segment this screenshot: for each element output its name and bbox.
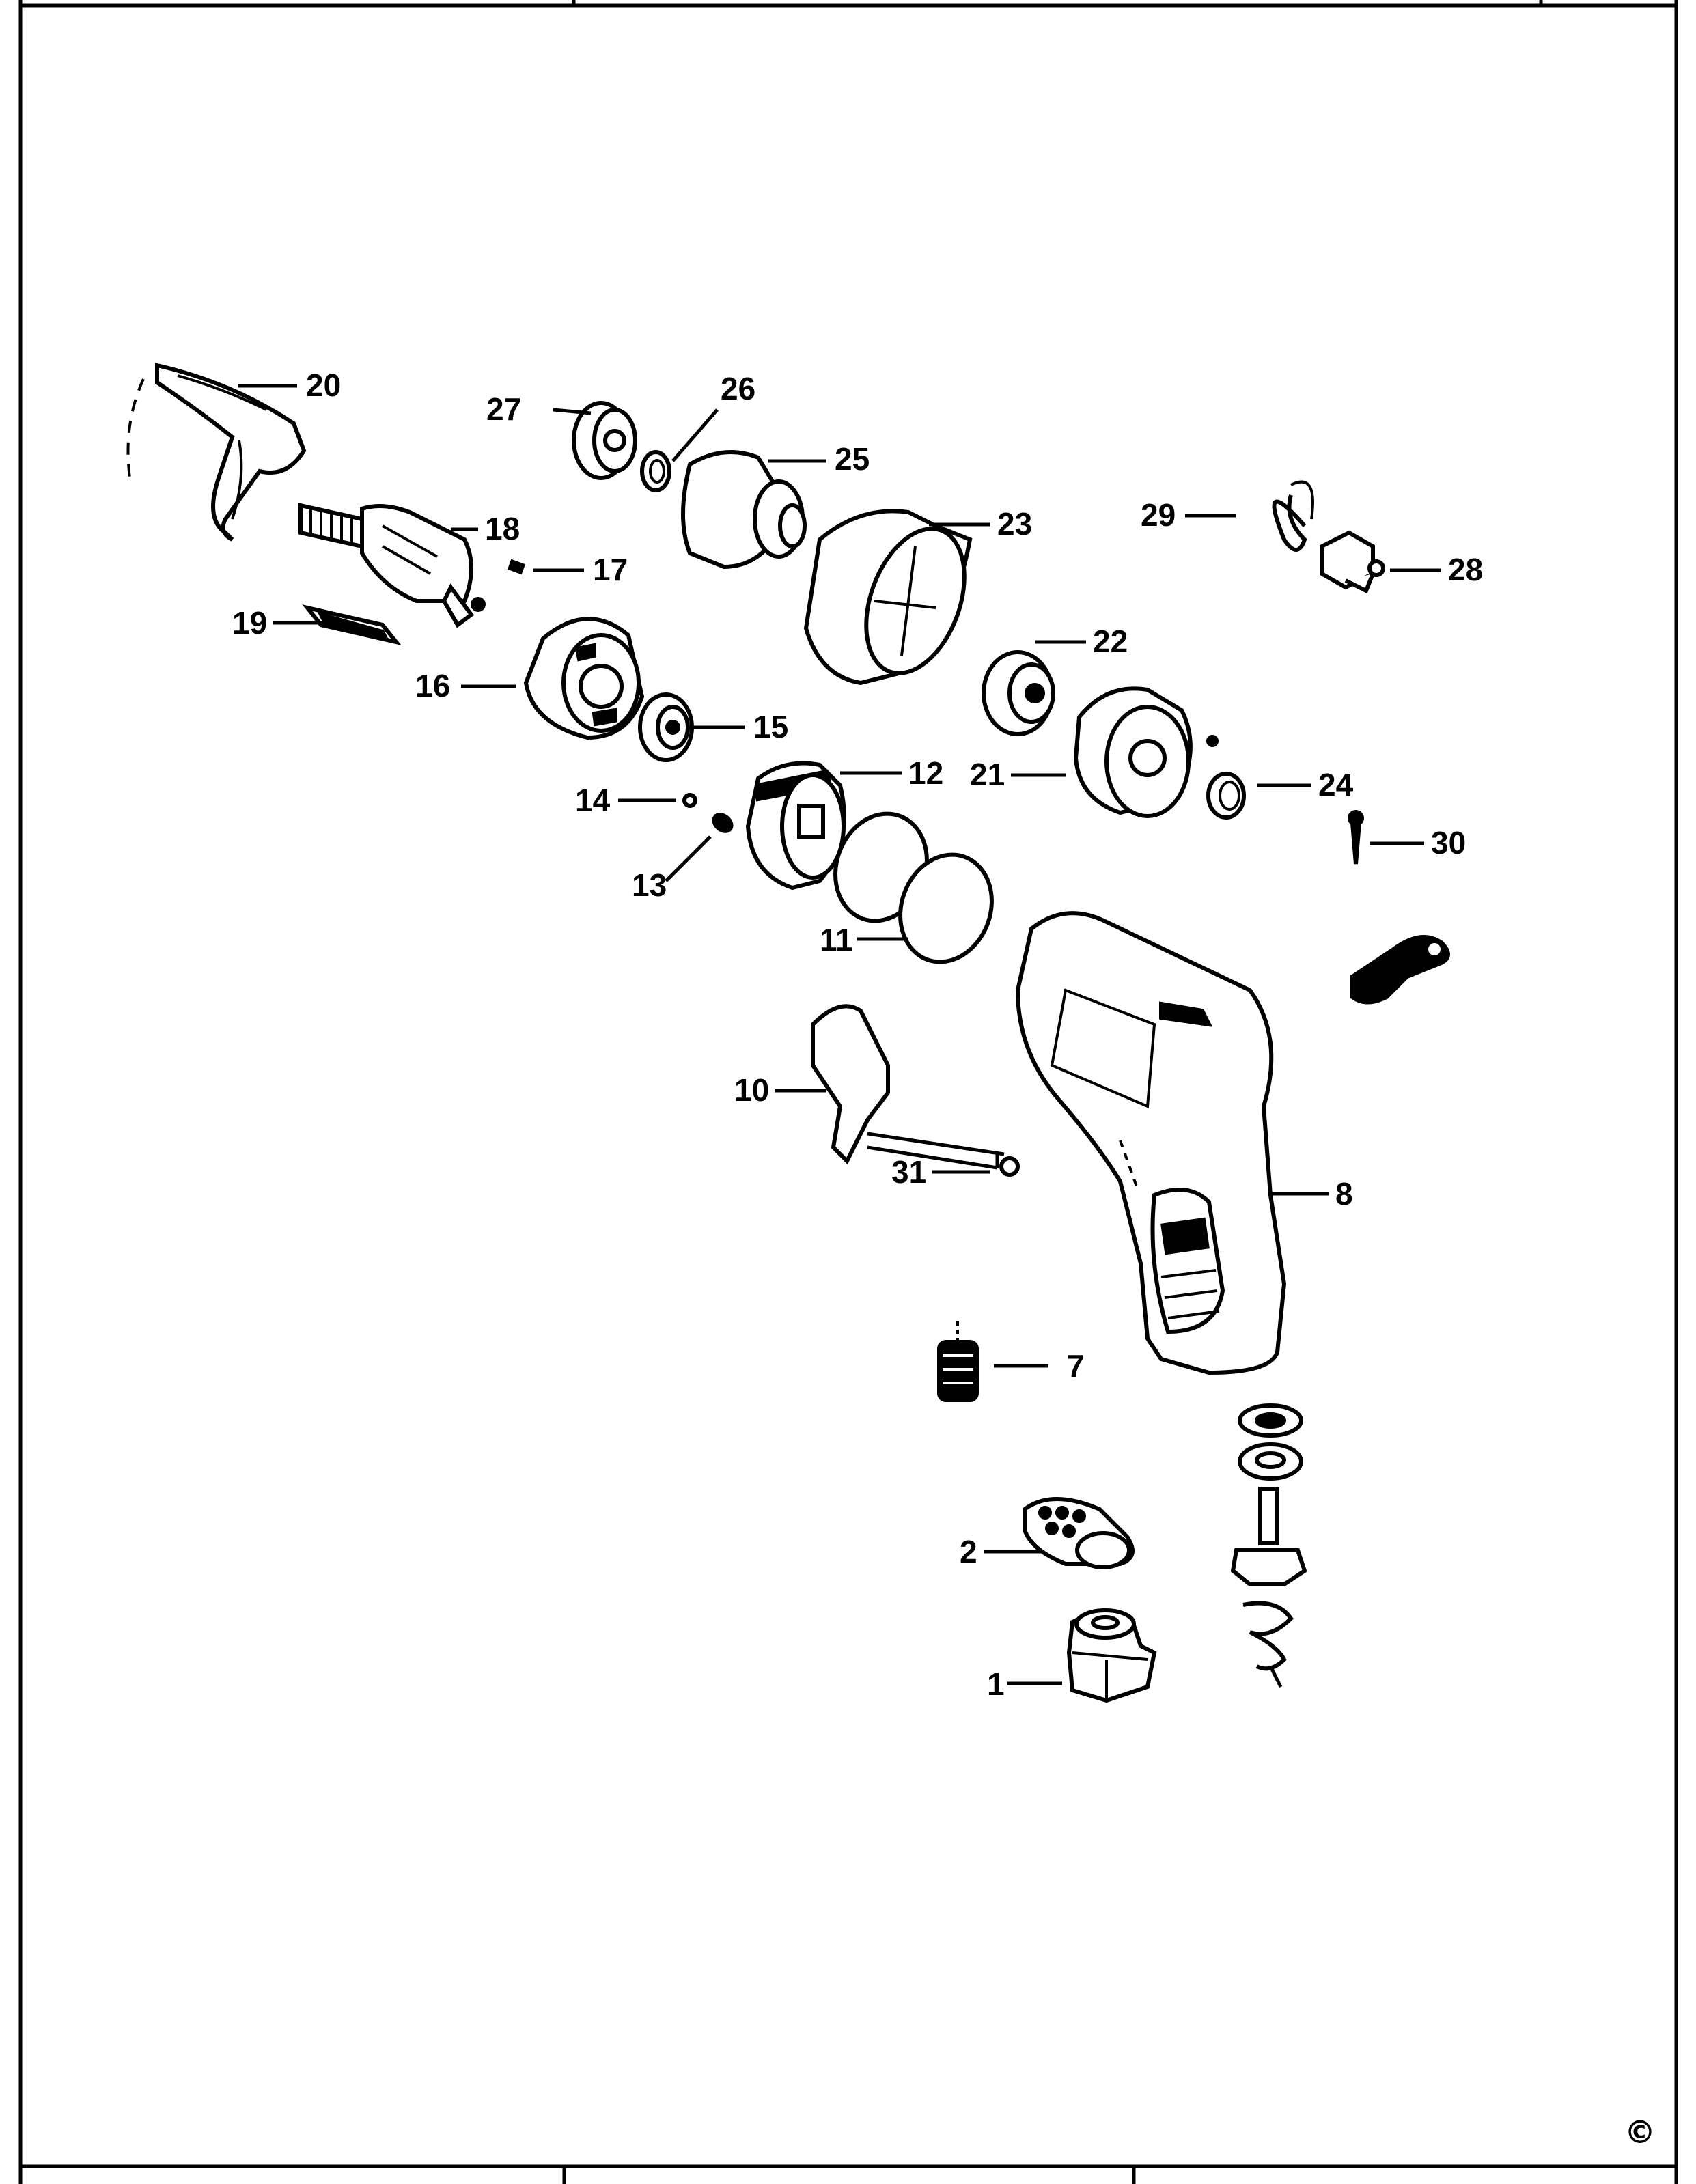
leader-lines	[238, 384, 1441, 1685]
part-labels: 20 27 26 25 23 29 28 18 17 19 16 15 22 1…	[232, 367, 1483, 1702]
part-27-bearing	[572, 401, 637, 480]
label-20: 20	[306, 367, 341, 403]
part-11-o-rings	[833, 811, 994, 964]
part-8-handle-body	[1015, 911, 1287, 1375]
part-21-rear-plate	[1073, 686, 1219, 818]
label-26: 26	[721, 371, 755, 406]
part-23-cylinder	[803, 509, 973, 686]
label-19: 19	[232, 605, 267, 641]
label-29: 29	[1141, 497, 1176, 533]
label-7: 7	[1067, 1348, 1085, 1384]
part-28-fitting	[1320, 530, 1385, 594]
part-16-front-plate	[523, 617, 645, 740]
label-17: 17	[593, 552, 628, 587]
part-7-filter	[937, 1321, 979, 1402]
label-22: 22	[1093, 624, 1128, 659]
part-29-circlip	[1272, 480, 1314, 552]
part-10-trigger	[811, 1004, 1005, 1170]
part-19-vane	[302, 604, 402, 645]
part-24-bush	[1206, 772, 1246, 820]
part-17-pin	[507, 559, 526, 575]
part-15-bearing	[638, 692, 694, 762]
label-18: 18	[485, 511, 520, 546]
label-15: 15	[753, 709, 788, 744]
label-21: 21	[970, 757, 1005, 792]
label-16: 16	[415, 668, 450, 703]
label-12: 12	[908, 755, 943, 791]
part-20-housing-sleeve	[126, 363, 307, 542]
trigger-lever	[1350, 935, 1450, 1005]
label-27: 27	[486, 391, 521, 427]
part-26-circlip	[640, 450, 671, 492]
part-31-nut	[999, 1156, 1020, 1177]
label-23: 23	[997, 506, 1032, 542]
part-22-bearing	[982, 650, 1055, 736]
label-13: 13	[632, 867, 667, 903]
label-31: 31	[891, 1154, 926, 1190]
label-25: 25	[835, 441, 870, 477]
drawing-frame	[18, 0, 1678, 2184]
valve-assembly	[1230, 1403, 1307, 1688]
part-30-screw	[1348, 810, 1364, 865]
label-11: 11	[820, 922, 853, 957]
part-14-ball	[682, 793, 697, 808]
label-30: 30	[1431, 825, 1466, 860]
part-2-exhaust-deflector	[1023, 1497, 1135, 1569]
part-1-inlet-plug	[1066, 1608, 1157, 1703]
label-1: 1	[987, 1666, 1005, 1702]
label-24: 24	[1318, 767, 1354, 802]
label-10: 10	[734, 1072, 769, 1108]
part-12-front-cylinder	[745, 761, 846, 891]
part-25-cylinder	[681, 450, 807, 570]
copyright-symbol: ©	[1624, 2114, 1656, 2151]
label-8: 8	[1335, 1176, 1353, 1212]
label-28: 28	[1448, 552, 1483, 587]
label-2: 2	[960, 1534, 977, 1569]
part-13-spring	[712, 813, 734, 833]
label-14: 14	[575, 783, 611, 818]
part-18-rotor	[298, 503, 486, 628]
